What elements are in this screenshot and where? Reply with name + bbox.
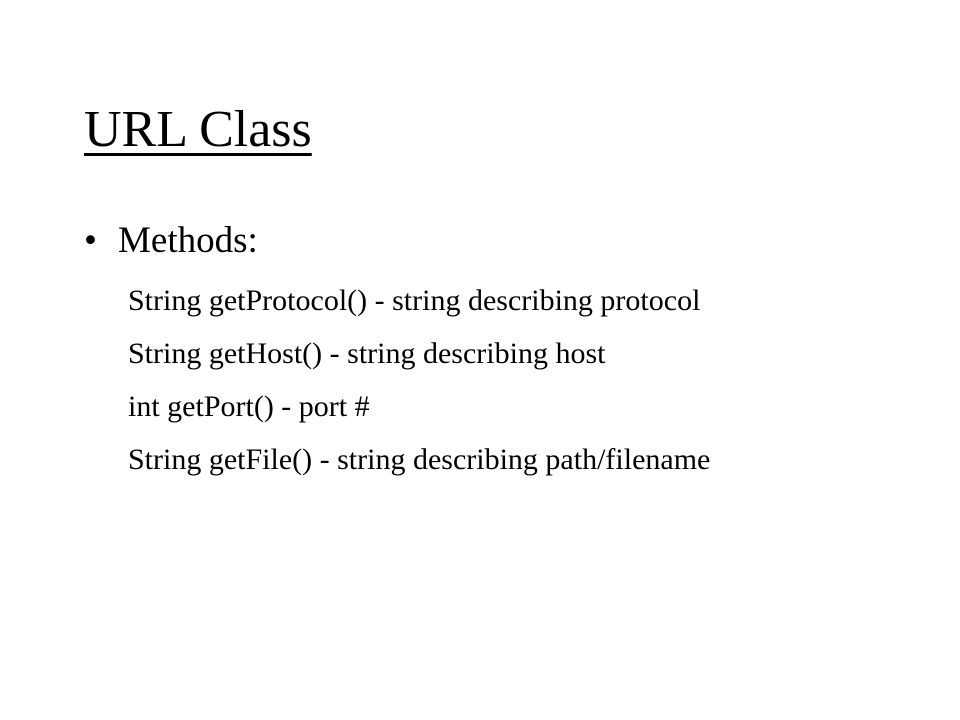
bullet-label: Methods: bbox=[118, 220, 258, 261]
bullet-methods: • Methods: bbox=[84, 218, 258, 264]
method-item: String getHost() - string describing hos… bbox=[128, 337, 606, 370]
method-item: String getProtocol() - string describing… bbox=[128, 284, 701, 317]
slide-title: URL Class bbox=[84, 101, 312, 158]
method-item: String getFile() - string describing pat… bbox=[128, 443, 711, 476]
bullet-marker: • bbox=[84, 220, 97, 261]
method-item: int getPort() - port # bbox=[128, 390, 370, 423]
methods-list: String getProtocol() - string describing… bbox=[128, 274, 710, 486]
